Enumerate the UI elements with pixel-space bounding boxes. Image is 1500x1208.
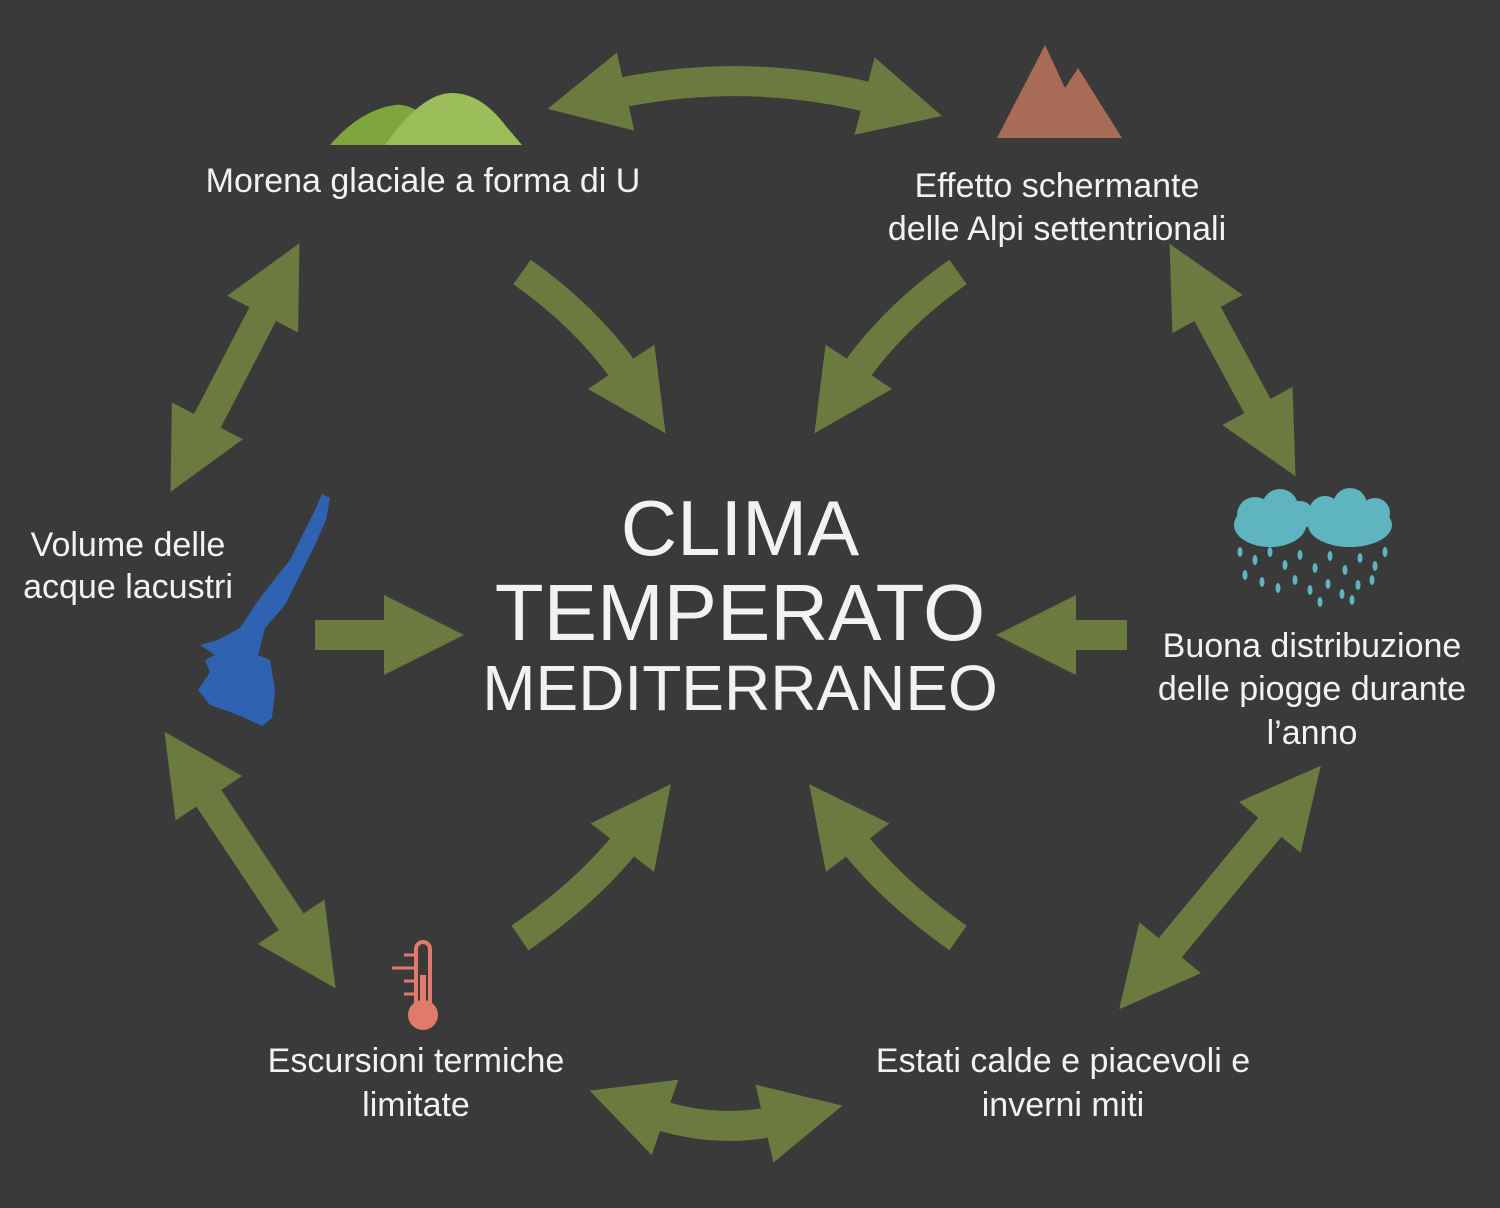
label-piogge-1: Buona distribuzione	[1163, 627, 1462, 665]
label-alpi-2: delle Alpi settentrionali	[888, 210, 1226, 248]
arrow-volume-morena	[170, 243, 300, 492]
label-escursioni-1: Escursioni termiche	[268, 1042, 565, 1080]
arrow-escursioni-volume	[164, 731, 336, 989]
arrow-estati-escursioni	[589, 1079, 843, 1163]
label-piogge-3: l’anno	[1267, 714, 1358, 752]
arrow-morena-center	[513, 259, 666, 434]
title-line-1: CLIMA	[621, 484, 859, 572]
label-piogge-2: delle piogge durante	[1158, 670, 1466, 708]
arrow-alpi-center	[814, 259, 967, 434]
hills-icon	[330, 92, 522, 145]
arrow-estati-center	[809, 784, 967, 951]
lake-icon	[198, 494, 330, 726]
title-line-2: TEMPERATO	[495, 568, 985, 657]
label-escursioni-2: limitate	[362, 1086, 470, 1124]
label-alpi-1: Effetto schermante	[915, 167, 1200, 205]
center-title: CLIMA TEMPERATO MEDITERRANEO	[482, 484, 998, 724]
rain-cloud-icon	[1234, 488, 1392, 607]
mountain-icon	[997, 45, 1122, 138]
arrow-alpi-piogge	[1169, 243, 1296, 477]
raindrops	[1237, 547, 1388, 607]
label-volume-2: acque lacustri	[23, 568, 233, 606]
arrow-escursioni-center	[511, 784, 671, 951]
title-line-3: MEDITERRANEO	[482, 652, 998, 724]
thermometer-icon	[392, 940, 438, 1030]
label-volume-1: Volume delle	[31, 526, 226, 564]
arrow-morena-alpi	[547, 52, 942, 135]
label-morena: Morena glaciale a forma di U	[206, 162, 641, 200]
arrow-piogge-estati	[1119, 765, 1321, 1010]
label-estati-2: inverni miti	[982, 1086, 1144, 1124]
label-estati-1: Estati calde e piacevoli e	[876, 1042, 1250, 1080]
